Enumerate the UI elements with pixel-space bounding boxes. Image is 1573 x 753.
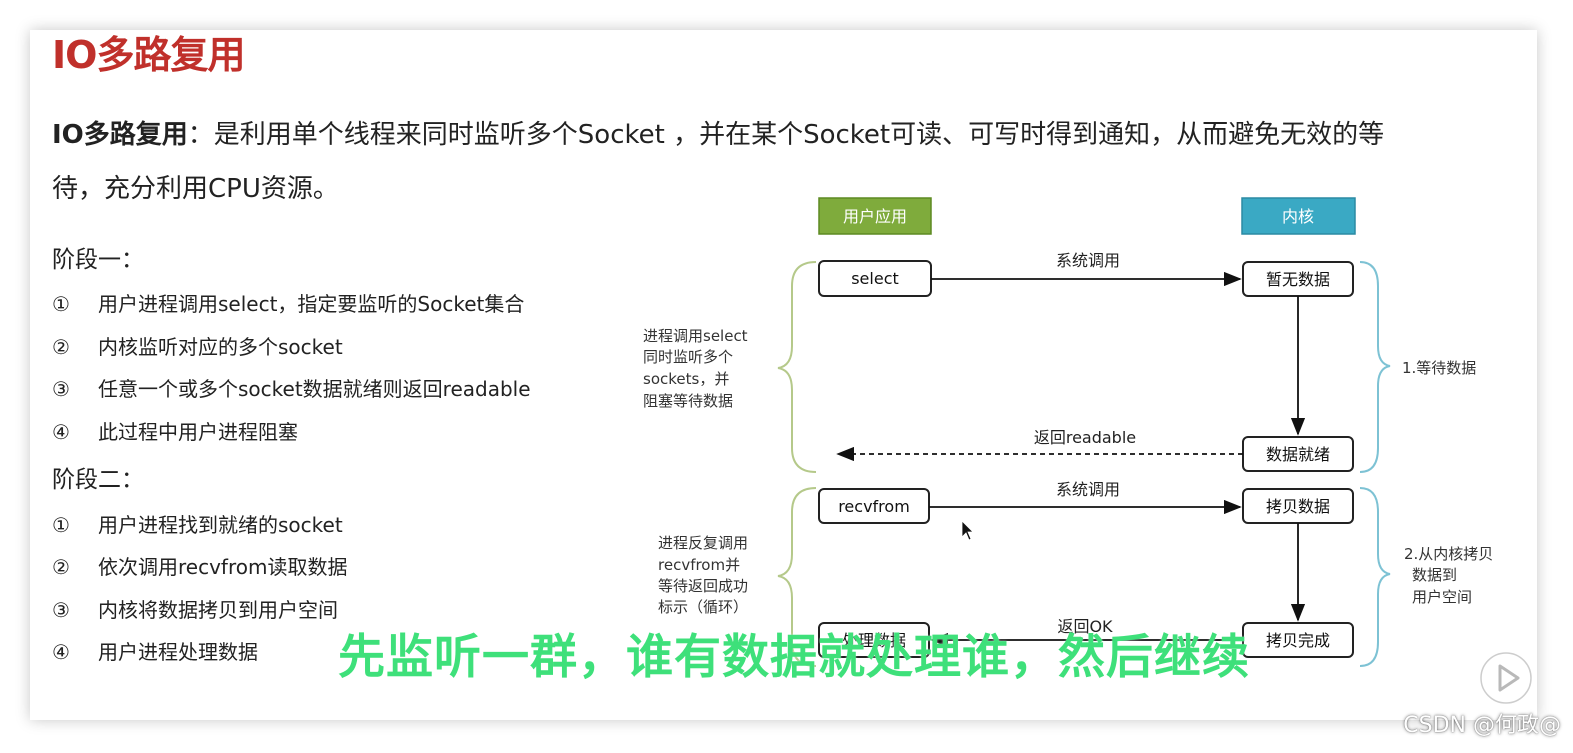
stage2-step: ① 用户进程找到就绪的socket: [52, 509, 343, 538]
step-number: ④: [52, 420, 70, 444]
intro-line2: 待，充分利用CPU资源。: [52, 174, 339, 204]
note-left-2-line: 标示（循环）: [658, 598, 748, 616]
stage2-title: 阶段二：: [52, 467, 144, 493]
box-process-data: 处理数据: [818, 622, 930, 658]
right-brace-stage2: [1359, 487, 1391, 667]
note-right-stage2: 2.从内核拷贝 数据到 用户空间: [1404, 545, 1493, 606]
play-icon[interactable]: [1478, 650, 1534, 706]
header-kernel: 内核: [1241, 197, 1356, 235]
box-select-label: select: [851, 269, 899, 288]
watermark: CSDN @何政@: [1403, 713, 1561, 738]
stage1-step: ③ 任意一个或多个socket数据就绪则返回readable: [52, 373, 531, 402]
intro-paragraph: IO多路复用：是利用单个线程来同时监听多个Socket ，并在某个Socket可…: [52, 108, 1492, 216]
stage2-step: ② 依次调用recvfrom读取数据: [52, 551, 347, 580]
video-subtitle: 先监听一群，谁有数据就处理谁，然后继续: [338, 630, 1250, 685]
note-left-stage2: 进程反复调用 recvfrom并 等待返回成功 标示（循环）: [658, 534, 748, 616]
page-title: IO多路复用: [52, 33, 245, 77]
box-data-ready-label: 数据就绪: [1266, 445, 1330, 464]
box-recvfrom: recvfrom: [818, 488, 930, 524]
stage1-title: 阶段一：: [52, 247, 144, 273]
right-brace-stage1: [1359, 261, 1391, 473]
stage1-step: ④ 此过程中用户进程阻塞: [52, 416, 298, 445]
step-number: ②: [52, 335, 70, 359]
note-left-2-line: 等待返回成功: [658, 577, 748, 595]
intro-line1: 是利用单个线程来同时监听多个Socket ，并在某个Socket可读、可写时得到…: [213, 120, 1385, 150]
arrow-syscall-1-label: 系统调用: [1056, 251, 1120, 270]
intro-term: IO多路复用: [52, 120, 188, 150]
note-left-stage1: 进程调用select 同时监听多个 sockets，并 阻塞等待数据: [643, 327, 748, 410]
box-process-data-label: 处理数据: [842, 631, 906, 650]
step-number: ①: [52, 292, 70, 316]
left-brace-stage1: [777, 261, 817, 473]
io-multiplexing-diagram: 用户应用 内核 select 暂无数据 数据就绪 recvfrom: [643, 197, 1493, 667]
stage2-step: ④ 用户进程处理数据: [52, 636, 258, 665]
step-number: ③: [52, 598, 70, 622]
step-number: ④: [52, 640, 70, 664]
step-text: 用户进程找到就绪的socket: [98, 513, 343, 537]
note-left-2-line: recvfrom并: [658, 556, 740, 574]
note-left-2-line: 进程反复调用: [658, 534, 748, 552]
stage2-step: ③ 内核将数据拷贝到用户空间: [52, 594, 338, 623]
step-number: ③: [52, 377, 70, 401]
note-right-2-line: 数据到: [1412, 566, 1457, 584]
mouse-cursor-icon: [961, 520, 974, 541]
step-number: ②: [52, 555, 70, 579]
stage1-step: ② 内核监听对应的多个socket: [52, 331, 343, 360]
step-text: 任意一个或多个socket数据就绪则返回readable: [98, 377, 531, 401]
header-user-app: 用户应用: [818, 197, 932, 235]
step-text: 用户进程处理数据: [98, 640, 258, 664]
note-right-2-line: 用户空间: [1412, 588, 1472, 606]
box-no-data: 暂无数据: [1242, 261, 1354, 297]
step-text: 依次调用recvfrom读取数据: [98, 555, 348, 579]
step-text: 此过程中用户进程阻塞: [98, 420, 298, 444]
slide: IO多路复用 IO多路复用：是利用单个线程来同时监听多个Socket ，并在某个…: [30, 30, 1537, 720]
left-brace-stage2: [777, 487, 817, 667]
box-data-ready: 数据就绪: [1242, 436, 1354, 472]
arrow-return-readable-label: 返回readable: [1034, 428, 1136, 447]
box-select: select: [818, 260, 932, 297]
step-text: 用户进程调用select，指定要监听的Socket集合: [98, 292, 525, 316]
note-left-1-line: sockets，并: [643, 370, 729, 388]
box-copy-data-label: 拷贝数据: [1266, 497, 1330, 516]
note-left-1-line: 阻塞等待数据: [643, 392, 733, 410]
header-user-label: 用户应用: [843, 207, 907, 226]
box-copy-done-label: 拷贝完成: [1266, 631, 1330, 650]
step-text: 内核将数据拷贝到用户空间: [98, 598, 338, 622]
stage1-step: ① 用户进程调用select，指定要监听的Socket集合: [52, 288, 524, 317]
note-left-1-line: 进程调用select: [643, 327, 748, 345]
box-copy-done: 拷贝完成: [1242, 622, 1354, 658]
header-kernel-label: 内核: [1282, 207, 1314, 226]
intro-colon: ：: [187, 120, 214, 150]
step-text: 内核监听对应的多个socket: [98, 335, 343, 359]
arrow-syscall-2-label: 系统调用: [1056, 480, 1120, 499]
box-no-data-label: 暂无数据: [1266, 270, 1330, 289]
note-right-2-line: 2.从内核拷贝: [1404, 545, 1493, 563]
note-left-1-line: 同时监听多个: [643, 348, 733, 366]
box-recvfrom-label: recvfrom: [838, 497, 910, 516]
arrow-return-ok-label: 返回OK: [1057, 617, 1113, 636]
box-copy-data: 拷贝数据: [1242, 488, 1354, 524]
note-right-stage1: 1.等待数据: [1402, 359, 1476, 377]
step-number: ①: [52, 513, 70, 537]
